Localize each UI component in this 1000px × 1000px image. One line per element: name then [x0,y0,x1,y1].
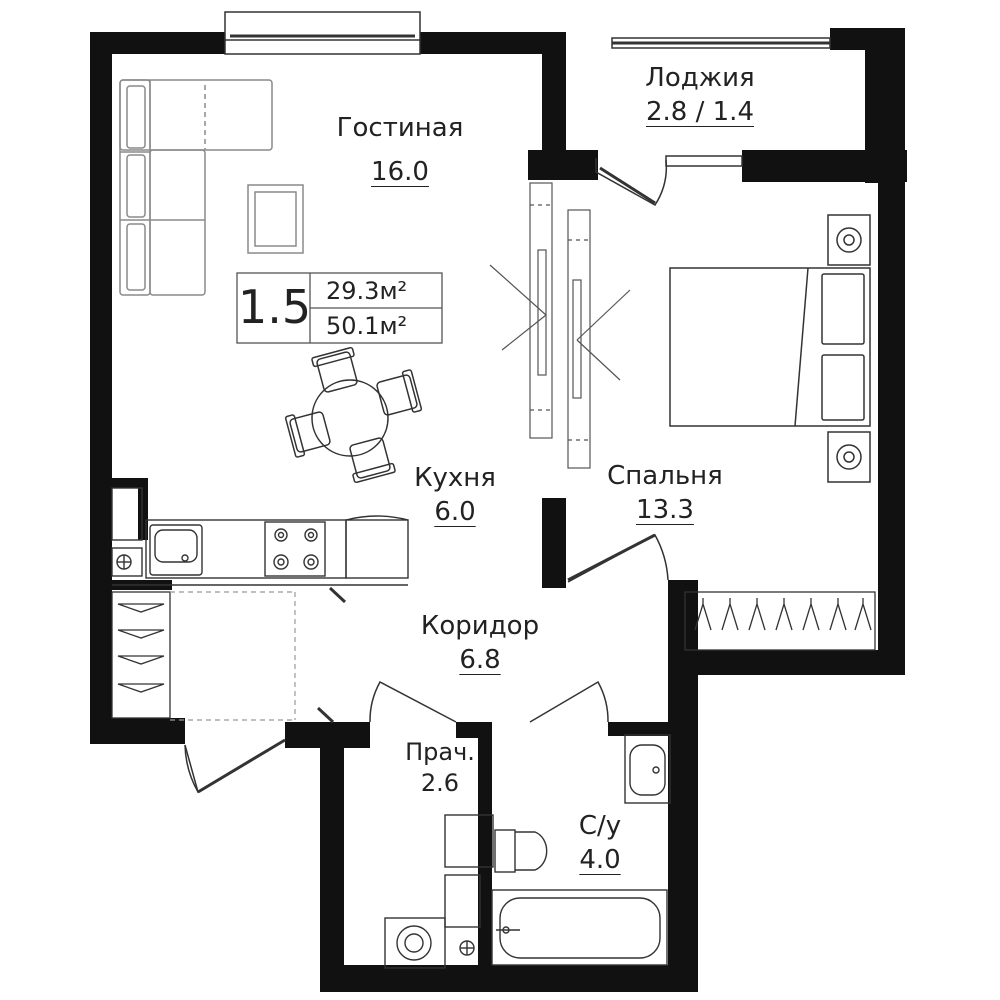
total-area: 50.1м² [326,312,408,340]
wall-living-right [542,32,566,162]
bathroom-area: 4.0 [579,844,621,875]
loggia-area: 2.8 / 1.4 [646,96,754,127]
wall-left-bottom [90,718,185,744]
bedroom-label: Спальня 13.3 [565,460,765,528]
living-room-name: Гостиная [336,113,464,143]
door-bedroom [567,533,669,583]
wall-bedroom-bottom [682,650,905,675]
kitchen [111,487,409,579]
door-loggia [595,158,668,206]
coffee-table [247,184,304,254]
bedroom-area: 13.3 [636,494,694,525]
hall-wardrobe [111,591,171,719]
area-badge [236,272,443,344]
door-bath [529,680,609,723]
corridor-area: 6.8 [459,644,501,675]
living-area-total: 29.3м² [326,277,408,305]
doors [184,158,669,794]
wall-top-left [90,32,225,54]
kitchen-name: Кухня [414,463,496,493]
door-laundry [369,680,457,723]
corridor-label: Коридор 6.8 [380,610,580,678]
room-count: 1.5 [238,280,312,334]
wall-stub [528,150,598,180]
wall-laundry-left [320,722,344,992]
kitchen-label: Кухня 6.0 [395,462,515,530]
wall-niche-v [138,478,148,540]
dining-table [284,346,423,484]
window-living [224,11,421,55]
laundry-name: Прач. [405,738,475,766]
partition-wardrobe [489,182,631,469]
bathroom-label: С/у 4.0 [555,810,645,878]
wall-bottom [320,965,698,992]
wall-right [878,150,905,675]
sofa [119,79,273,296]
laundry-area: 2.6 [420,769,460,798]
wall-divider-v [478,722,492,992]
wall-corridor-right [668,580,698,990]
bed [669,214,871,483]
bathroom [491,734,671,966]
laundry-label: Прач. 2.6 [385,737,495,799]
wall-niche [108,478,146,488]
bedroom-wardrobe [684,591,876,651]
windows [224,11,831,167]
living-room-label: Гостиная 16.0 [300,112,500,190]
wall-living-right-lower [542,498,566,588]
window-bedroom [665,155,743,167]
wall-top-mid [420,32,565,54]
hall-dashed [170,591,296,721]
bathroom-name: С/у [578,811,622,841]
living-room-area: 16.0 [371,156,429,187]
bedroom-name: Спальня [607,461,723,491]
walls [90,28,907,992]
corridor-name: Коридор [420,611,540,641]
wall-left [90,32,112,742]
loggia-name: Лоджия [645,63,755,93]
kitchen-area: 6.0 [434,496,476,527]
loggia-label: Лоджия 2.8 / 1.4 [600,62,800,130]
laundry [384,814,494,969]
wall-bath-top [608,722,698,736]
